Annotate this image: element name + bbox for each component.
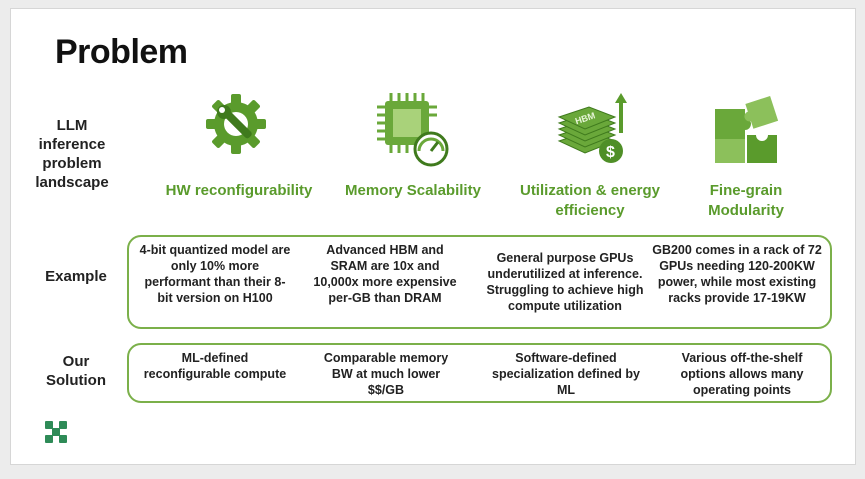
slide: Problem LLM inference problem landscape … [10, 8, 856, 465]
heading-utilization: Utilization & energy efficiency [519, 182, 661, 219]
hbm-stack-dollar-icon: HBM $ [553, 91, 633, 176]
solution-cell-modularity: Various off-the-shelf options allows man… [680, 351, 804, 397]
example-cell-hw: 4-bit quantized model are only 10% more … [139, 243, 291, 305]
page-title: Problem [55, 33, 188, 71]
solution-row-box [127, 343, 832, 403]
example-cell-utilization: General purpose GPUs underutilized at in… [486, 251, 644, 313]
solution-cell-utilization: Software-defined specialization defined … [492, 351, 640, 397]
row-label-landscape: LLM inference problem landscape [35, 117, 109, 191]
heading-modularity: Fine-grain Modularity [708, 182, 784, 219]
chip-gauge-icon [371, 89, 451, 172]
gear-wrench-icon [201, 89, 271, 164]
heading-hw-reconfigurability: HW reconfigurability [165, 182, 313, 199]
row-label-solution: Our Solution [46, 353, 106, 389]
heading-memory-scalability: Memory Scalability [345, 182, 481, 199]
solution-cell-hw: ML-defined reconfigurable compute [143, 351, 287, 381]
example-cell-modularity: GB200 comes in a rack of 72 GPUs needing… [652, 243, 822, 305]
svg-text:$: $ [606, 144, 615, 161]
example-cell-memory: Advanced HBM and SRAM are 10x and 10,000… [313, 243, 457, 305]
company-logo-icon [43, 419, 69, 445]
example-row-box [127, 235, 832, 329]
solution-cell-memory: Comparable memory BW at much lower $$/GB [323, 351, 449, 397]
puzzle-icon [711, 91, 783, 172]
row-label-example: Example [45, 268, 107, 285]
